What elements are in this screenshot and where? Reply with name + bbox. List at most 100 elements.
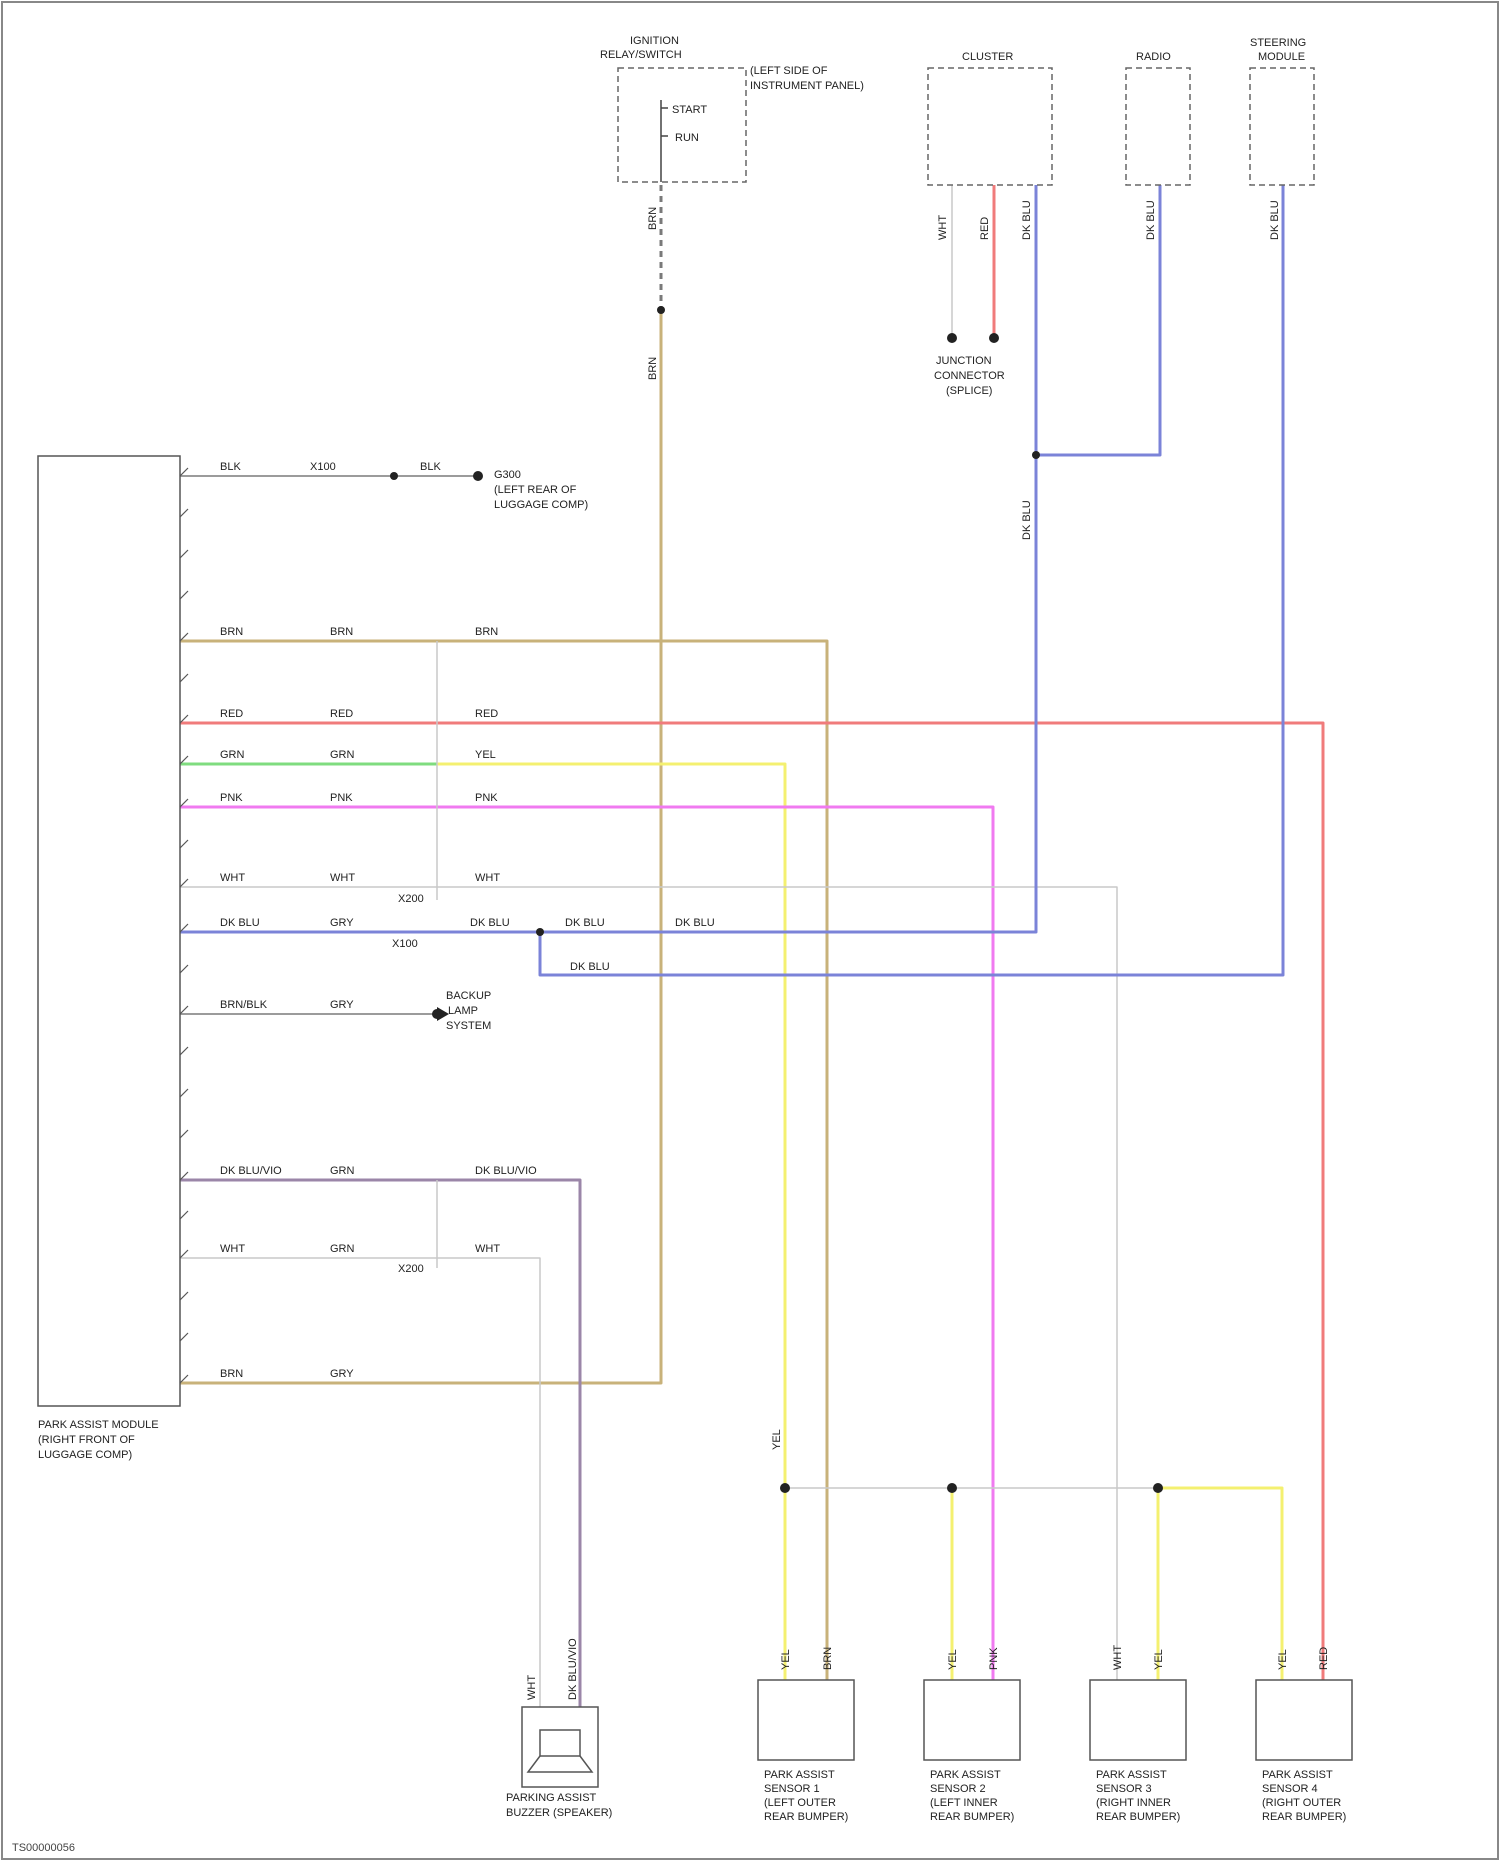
sensor-label: (RIGHT INNER	[1096, 1797, 1171, 1809]
wire-color-label: GRN	[220, 749, 245, 761]
sensor-label: REAR BUMPER)	[1096, 1811, 1180, 1823]
wire-color-label: WHT	[475, 1243, 500, 1255]
wire-wht-sensor3	[180, 887, 1117, 1700]
steering-label-2: MODULE	[1258, 51, 1305, 63]
wire-color-label: RED	[475, 708, 498, 720]
module-pin-stub	[180, 1211, 188, 1219]
wire-color-label: PNK	[220, 792, 243, 804]
wire-color-label: DK BLU	[1269, 200, 1281, 240]
switch-note-1: (LEFT SIDE OF	[750, 65, 828, 77]
sensor-label: REAR BUMPER)	[764, 1811, 848, 1823]
junction-label-2: CONNECTOR	[934, 370, 1005, 382]
module-pin-stub	[180, 1130, 188, 1138]
module-body	[38, 456, 180, 1406]
switch-box	[618, 68, 746, 182]
steering-module: STEERING MODULE	[1250, 37, 1314, 185]
sensor-body	[924, 1680, 1020, 1760]
buzzer-label-2: BUZZER (SPEAKER)	[506, 1807, 612, 1819]
sensor-body	[1256, 1680, 1352, 1760]
splice-dot	[780, 1483, 790, 1493]
splice-dot	[473, 471, 483, 481]
wire-color-label: YEL	[475, 749, 496, 761]
wire-yel-sensor4	[1158, 1488, 1282, 1700]
switch-contact-start: START	[672, 104, 707, 116]
wire-blu-steering	[540, 185, 1283, 975]
wire-color-label: BRN	[647, 357, 659, 380]
wire-color-label: DK BLU	[470, 917, 510, 929]
wire-color-label: X100	[310, 461, 336, 473]
wire-color-label: PNK	[330, 792, 353, 804]
connector-label: X100	[392, 938, 418, 950]
splice-dot	[390, 472, 398, 480]
junction-label-3: (SPLICE)	[946, 385, 992, 397]
wire-color-label: DK BLU	[220, 917, 260, 929]
ground-label-3: LUGGAGE COMP)	[494, 499, 588, 511]
backup-lamp-system: BACKUP LAMP SYSTEM	[437, 990, 491, 1032]
buzzer-label-1: PARKING ASSIST	[506, 1792, 597, 1804]
sensor-label: PARK ASSIST	[1262, 1769, 1333, 1781]
park-assist-sensor-3: PARK ASSISTSENSOR 3(RIGHT INNERREAR BUMP…	[1090, 1645, 1186, 1823]
wire-color-label: WHT	[220, 1243, 245, 1255]
wire-blu-radio	[1036, 185, 1160, 455]
sensor-label: (LEFT OUTER	[764, 1797, 836, 1809]
module-pin-stub	[180, 840, 188, 848]
wire-vio-buzzer	[180, 1180, 580, 1707]
steering-label-1: STEERING	[1250, 37, 1306, 49]
ground-g300: G300 (LEFT REAR OF LUGGAGE COMP)	[494, 469, 588, 511]
sensor-label: PARK ASSIST	[764, 1769, 835, 1781]
wires	[180, 185, 1323, 1707]
switch-contact-run: RUN	[675, 132, 699, 144]
wire-color-label: BRN/BLK	[220, 999, 268, 1011]
wire-pnk-sensor2	[180, 807, 993, 1700]
sensor-label: REAR BUMPER)	[1262, 1811, 1346, 1823]
wire-color-label: DK BLU	[570, 961, 610, 973]
module-pins	[180, 468, 188, 1383]
backup-label-1: BACKUP	[446, 990, 491, 1002]
wire-color-label: DK BLU/VIO	[475, 1165, 537, 1177]
cluster-label: CLUSTER	[962, 51, 1013, 63]
wire-color-label: BRN	[220, 626, 243, 638]
module-pin-stub	[180, 550, 188, 558]
module-pin-stub	[180, 879, 188, 887]
connector-label: X200	[398, 1263, 424, 1275]
module-pin-stub	[180, 468, 188, 476]
module-pin-stub	[180, 1250, 188, 1258]
wire-color-label: GRN	[330, 749, 355, 761]
radio-box	[1126, 68, 1190, 185]
wire-color-label: GRY	[330, 917, 354, 929]
sensor-label: PARK ASSIST	[1096, 1769, 1167, 1781]
steering-box	[1250, 68, 1314, 185]
module-pin-stub	[180, 1292, 188, 1300]
wire-red-sensor4	[180, 723, 1323, 1700]
sensor-label: SENSOR 2	[930, 1783, 986, 1795]
sensor-body	[1090, 1680, 1186, 1760]
wire-color-label: GRY	[330, 1368, 354, 1380]
sensor-pin-label: YEL	[1277, 1649, 1289, 1670]
footer-code: TS00000056	[12, 1842, 75, 1854]
park-assist-sensor-4: PARK ASSIST SENSOR 4 (RIGHT OUTER REAR BUMP…	[1256, 1647, 1352, 1823]
parking-assist-buzzer: PARKING ASSIST BUZZER (SPEAKER)	[506, 1707, 612, 1819]
splice-dot	[947, 333, 957, 343]
sensor-label: (RIGHT OUTER	[1262, 1797, 1341, 1809]
sensor-label: SENSOR 4	[1262, 1783, 1318, 1795]
sensor-label: REAR BUMPER)	[930, 1811, 1014, 1823]
wire-color-label: DK BLU/VIO	[220, 1165, 282, 1177]
sensor-pin-label: RED	[1318, 1647, 1330, 1670]
sensor-body	[758, 1680, 854, 1760]
module-pin-stub	[180, 1333, 188, 1341]
junction-connector: JUNCTION CONNECTOR (SPLICE)	[934, 355, 1005, 397]
wire-color-label: YEL	[771, 1429, 783, 1450]
buzzer-box	[522, 1707, 598, 1787]
module-pin-stub	[180, 1089, 188, 1097]
wire-wht-buzzer	[180, 1258, 540, 1707]
switch-label-1: IGNITION	[630, 35, 679, 47]
junction-label-1: JUNCTION	[936, 355, 992, 367]
wire-color-label: WHT	[220, 872, 245, 884]
sensor-pin-label: YEL	[1153, 1649, 1165, 1670]
sensor-pin-label: WHT	[1112, 1645, 1124, 1670]
sensor-label: PARK ASSIST	[930, 1769, 1001, 1781]
sensor-label: SENSOR 1	[764, 1783, 820, 1795]
